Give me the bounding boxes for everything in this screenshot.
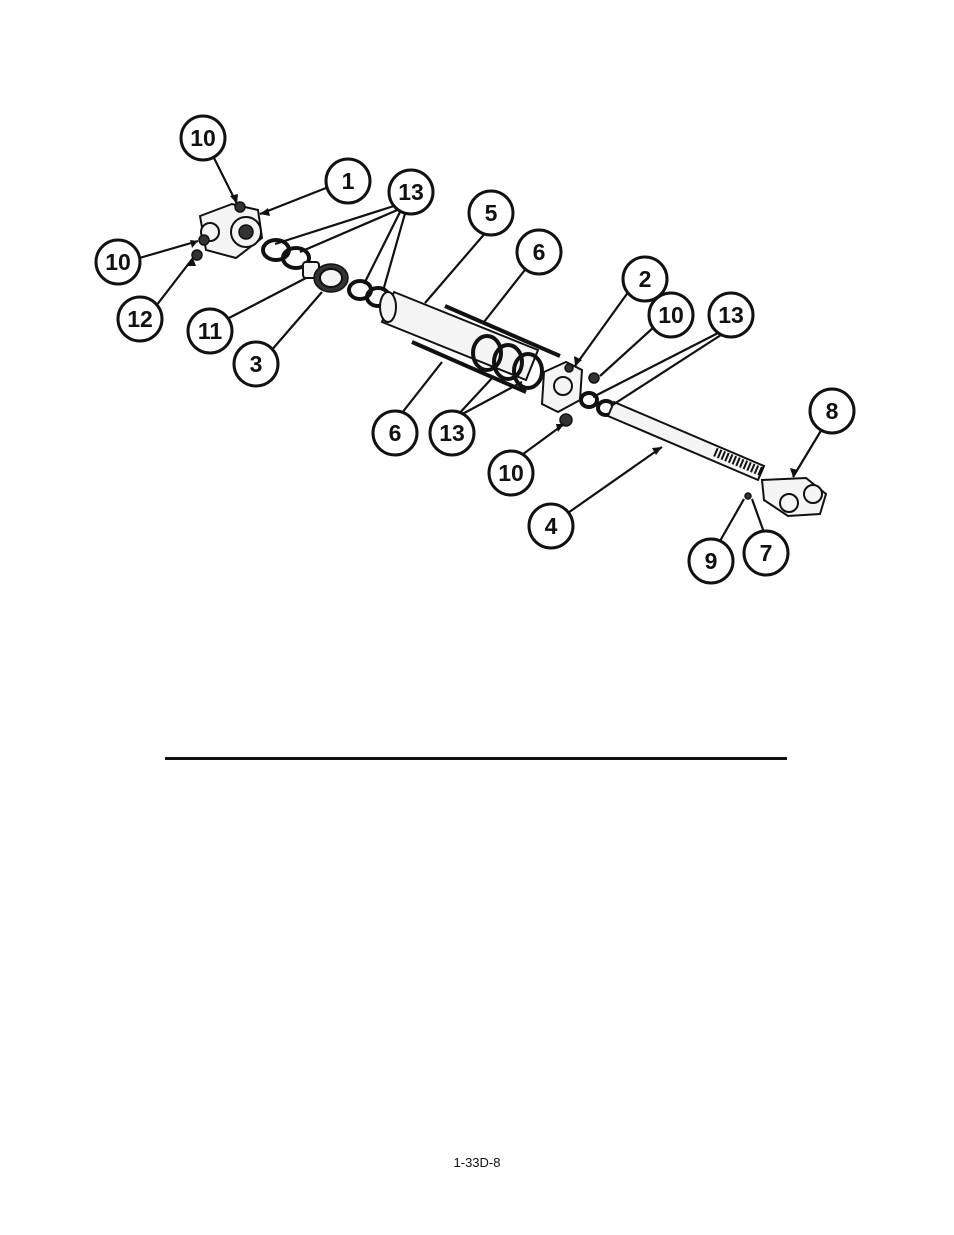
cotter-pin <box>745 493 751 499</box>
front-port-plug-top <box>589 373 599 383</box>
exploded-parts-diagram: 10 1 13 5 6 10 12 11 3 2 10 13 <box>0 0 954 620</box>
callout-label: 13 <box>398 179 424 205</box>
callout-label: 11 <box>198 318 223 344</box>
callout-label: 3 <box>250 351 263 377</box>
piston-assembly <box>303 262 348 292</box>
horizontal-rule <box>165 757 787 760</box>
callout-label: 8 <box>826 398 839 424</box>
callout-13-front-right: 13 <box>709 293 753 337</box>
callout-10-front-top: 10 <box>649 293 693 337</box>
callout-label: 7 <box>760 540 773 566</box>
callout-4: 4 <box>529 504 573 548</box>
callout-6-top: 6 <box>517 230 561 274</box>
callout-label: 13 <box>439 420 465 446</box>
rear-end-cap <box>200 202 262 258</box>
callout-8: 8 <box>810 389 854 433</box>
callout-3: 3 <box>234 342 278 386</box>
callout-6-bottom: 6 <box>373 411 417 455</box>
callout-10-rear-left: 10 <box>96 240 140 284</box>
callout-label: 10 <box>105 249 131 275</box>
callout-7: 7 <box>744 531 788 575</box>
callout-label: 9 <box>705 548 718 574</box>
callout-13-rear: 13 <box>389 170 433 214</box>
callout-1: 1 <box>326 159 370 203</box>
rear-port-plug <box>199 235 209 245</box>
seal-rings-front <box>263 240 309 268</box>
callout-13-barrel: 13 <box>430 411 474 455</box>
callout-label: 6 <box>389 420 402 446</box>
callout-label: 12 <box>127 306 153 332</box>
callout-10-rear-top: 10 <box>181 116 225 160</box>
callout-label: 10 <box>190 125 216 151</box>
callout-12: 12 <box>118 297 162 341</box>
callout-9: 9 <box>689 539 733 583</box>
callout-label: 10 <box>658 302 684 328</box>
callout-11: 11 <box>188 309 232 353</box>
callout-label: 2 <box>639 266 652 292</box>
callout-label: 10 <box>498 460 524 486</box>
page-number: 1-33D-8 <box>0 1155 954 1170</box>
front-end-cap <box>542 362 582 412</box>
callout-label: 13 <box>718 302 744 328</box>
rod-clevis <box>762 478 826 516</box>
callout-label: 4 <box>545 513 558 539</box>
callout-label: 1 <box>342 168 355 194</box>
callout-label: 6 <box>533 239 546 265</box>
callout-10-front-bottom: 10 <box>489 451 533 495</box>
callout-label: 5 <box>485 200 498 226</box>
callout-5: 5 <box>469 191 513 235</box>
